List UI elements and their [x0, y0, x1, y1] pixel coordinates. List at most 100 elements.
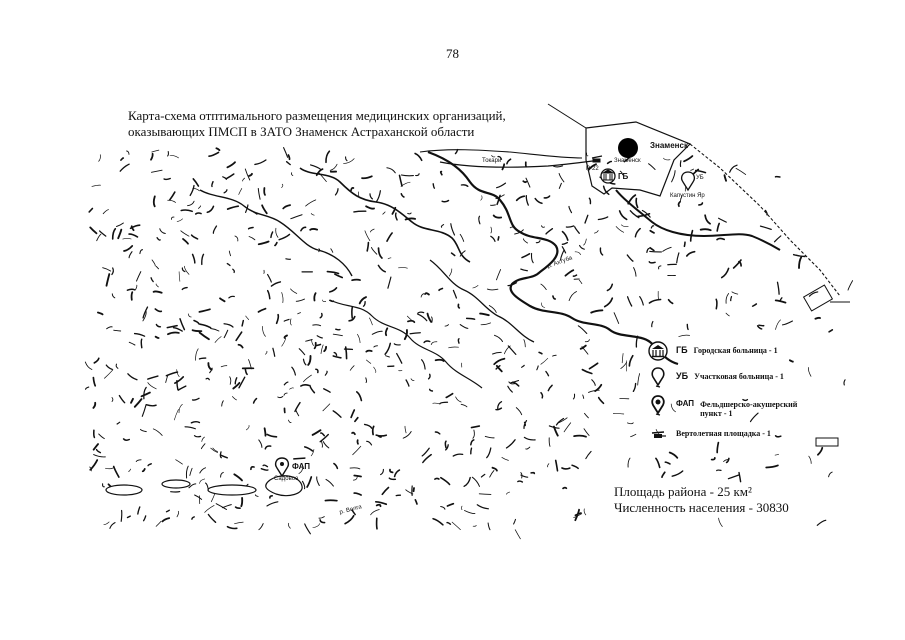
- terrain-stroke: [126, 150, 130, 155]
- terrain-stroke: [147, 463, 152, 467]
- terrain-stroke: [455, 396, 462, 403]
- terrain-stroke: [603, 297, 614, 308]
- terrain-stroke: [492, 351, 502, 355]
- terrain-stroke: [198, 331, 210, 341]
- terrain-stroke: [142, 515, 147, 522]
- terrain-stroke: [480, 195, 483, 201]
- terrain-stroke: [171, 216, 175, 220]
- terrain-stroke: [176, 369, 180, 377]
- terrain-stroke: [303, 374, 312, 383]
- terrain-stroke: [448, 268, 453, 277]
- terrain-stroke: [105, 273, 111, 287]
- terrain-stroke: [414, 498, 418, 505]
- terrain-stroke: [426, 312, 433, 323]
- terrain-stroke: [169, 155, 179, 159]
- terrain-stroke: [486, 288, 499, 291]
- terrain-stroke: [102, 209, 109, 215]
- terrain-stroke: [191, 253, 196, 264]
- terrain-stroke: [310, 164, 321, 170]
- terrain-stroke: [683, 155, 694, 163]
- terrain-stroke: [172, 327, 183, 332]
- terrain-stroke: [155, 520, 162, 527]
- terrain-stroke: [301, 480, 306, 490]
- terrain-stroke: [398, 267, 408, 269]
- terrain-stroke: [497, 236, 500, 241]
- terrain-stroke: [513, 518, 517, 525]
- terrain-stroke: [315, 368, 319, 374]
- terrain-stroke: [415, 173, 420, 177]
- legend-gb-text: Городская больница - 1: [693, 346, 778, 355]
- terrain-stroke: [258, 523, 264, 531]
- terrain-stroke: [671, 470, 684, 477]
- terrain-stroke: [373, 366, 377, 373]
- terrain-stroke: [491, 466, 498, 472]
- terrain-stroke: [183, 265, 190, 275]
- terrain-stroke: [96, 233, 102, 242]
- terrain-stroke: [597, 216, 609, 221]
- terrain-stroke: [407, 212, 412, 215]
- terrain-stroke: [396, 352, 403, 364]
- terrain-stroke: [221, 504, 232, 509]
- terrain-stroke: [120, 509, 123, 522]
- terrain-stroke: [588, 197, 592, 205]
- terrain-stroke: [487, 522, 491, 531]
- rivers: [199, 149, 679, 389]
- terrain-stroke: [140, 428, 147, 433]
- terrain-stroke: [329, 163, 338, 171]
- fap-map-marker: ФАП Садовое: [274, 457, 310, 482]
- terrain-stroke: [444, 324, 449, 327]
- terrain-stroke: [322, 388, 331, 393]
- terrain-stroke: [555, 417, 565, 426]
- terrain-stroke: [690, 168, 695, 171]
- terrain-stroke: [620, 224, 629, 227]
- terrain-marks: [84, 147, 854, 540]
- terrain-stroke: [223, 323, 234, 328]
- terrain-stroke: [606, 283, 614, 292]
- terrain-stroke: [136, 271, 142, 282]
- terrain-stroke: [106, 326, 113, 330]
- map-title-line1: Карта-схема отптимального размещения мед…: [128, 108, 506, 123]
- terrain-stroke: [507, 345, 517, 356]
- terrain-stroke: [219, 297, 226, 303]
- terrain-stroke: [176, 510, 179, 518]
- terrain-stroke: [501, 457, 509, 461]
- terrain-stroke: [479, 312, 490, 317]
- terrain-stroke: [369, 317, 373, 326]
- terrain-stroke: [226, 205, 240, 210]
- terrain-stroke: [557, 417, 568, 424]
- legend-ub-text: Участковая больница - 1: [694, 372, 784, 381]
- terrain-stroke: [538, 351, 543, 355]
- terrain-stroke: [559, 249, 565, 261]
- terrain-stroke: [93, 429, 96, 439]
- terrain-stroke: [459, 324, 469, 329]
- akhtuba-river: [427, 150, 679, 366]
- terrain-stroke: [147, 382, 157, 390]
- terrain-stroke: [226, 525, 238, 530]
- terrain-stroke: [774, 435, 782, 438]
- terrain-stroke: [716, 222, 721, 232]
- terrain-stroke: [248, 172, 253, 177]
- terrain-stroke: [588, 389, 600, 393]
- terrain-stroke: [525, 446, 531, 450]
- terrain-stroke: [189, 467, 193, 476]
- terrain-stroke: [163, 177, 171, 181]
- terrain-stroke: [220, 471, 224, 478]
- terrain-stroke: [522, 180, 528, 184]
- terrain-stroke: [285, 161, 291, 166]
- terrain-stroke: [792, 253, 806, 258]
- terrain-stroke: [89, 466, 93, 472]
- terrain-stroke: [505, 439, 516, 449]
- terrain-stroke: [535, 240, 541, 244]
- terrain-stroke: [493, 334, 504, 343]
- terrain-stroke: [366, 440, 373, 446]
- terrain-stroke: [151, 149, 160, 153]
- terrain-stroke: [459, 250, 466, 257]
- terrain-stroke: [626, 296, 633, 307]
- terrain-stroke: [137, 506, 141, 515]
- terrain-stroke: [388, 477, 397, 481]
- terrain-stroke: [289, 387, 294, 390]
- terrain-stroke: [305, 339, 313, 342]
- terrain-stroke: [685, 250, 696, 257]
- terrain-stroke: [488, 305, 497, 313]
- terrain-stroke: [245, 315, 250, 320]
